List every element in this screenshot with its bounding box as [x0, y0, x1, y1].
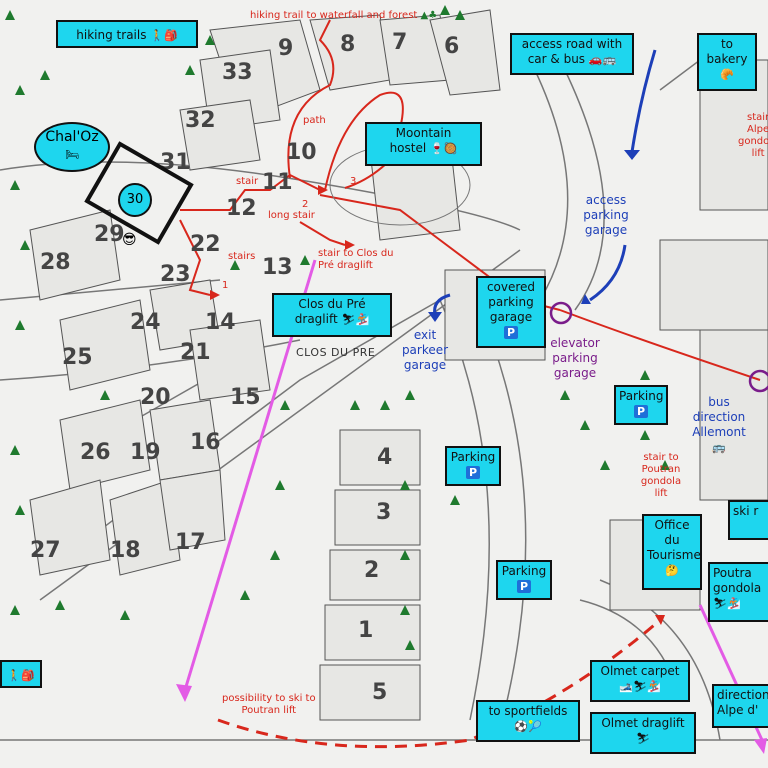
ski-icon: ⛷: [636, 732, 650, 745]
bus-icon: 🚌: [712, 441, 726, 454]
wine-food-icon: 🍷🥘: [430, 142, 458, 155]
ski-icon: ⛷🏂: [341, 313, 370, 326]
house-number: 22: [190, 232, 221, 257]
access-road-box[interactable]: access road with car & bus 🚗🚌: [510, 33, 634, 75]
parking-icon: P: [503, 326, 519, 339]
croissant-icon: 🥐: [720, 68, 734, 81]
to-bakery-box[interactable]: to bakery 🥐: [697, 33, 757, 91]
house-number: 13: [262, 255, 293, 280]
hiker-backpack-icon: 🚶🎒: [7, 669, 35, 682]
parking-box-right[interactable]: Parking P: [614, 385, 668, 425]
house-number: 12: [226, 196, 257, 221]
house-number: 14: [205, 310, 236, 335]
house-number: 10: [286, 140, 317, 165]
to-sportfields-box[interactable]: to sportfields ⚽🎾: [476, 700, 580, 742]
parking-icon: P: [633, 405, 649, 418]
sports-icon: ⚽🎾: [514, 720, 542, 733]
house-number: 32: [185, 108, 216, 133]
moontain-hostel-box[interactable]: Moontain hostel 🍷🥘: [365, 122, 482, 166]
house-number: 7: [392, 30, 408, 55]
house-number: 8: [340, 32, 356, 57]
hiking-trails-box[interactable]: hiking trails 🚶🎒: [56, 20, 198, 48]
stair-to-clos-label: stair to Clos du Pré draglift: [318, 248, 394, 271]
elevator-marker-2: [748, 369, 768, 393]
stairs-label: stairs: [228, 251, 256, 262]
long-stair-label: long stair: [268, 210, 315, 221]
house-number: 11: [262, 170, 293, 195]
chaloz-badge[interactable]: Chal'Oz 🛏: [34, 122, 110, 172]
thinking-face-icon: 🤔: [665, 564, 679, 577]
route-number-2: 2: [302, 199, 309, 210]
house-number: 1: [358, 618, 374, 643]
house-number: 2: [364, 558, 380, 583]
house-number: 28: [40, 250, 71, 275]
house-number: 29: [94, 222, 125, 247]
parking-box-bottom[interactable]: Parking P: [496, 560, 552, 600]
clos-du-pre-draglift-box[interactable]: Clos du Pré draglift ⛷🏂: [272, 293, 392, 337]
elevator-marker: [549, 301, 573, 325]
house-number: 25: [62, 345, 93, 370]
house-30-marker[interactable]: 30: [118, 183, 152, 217]
ski-right-box[interactable]: ski r: [728, 500, 768, 540]
stair-alpe-label: stairAlpegondolalift: [738, 112, 768, 159]
ski-icon: 🎿⛷🏂: [619, 680, 661, 693]
possibility-ski-label: possibility to ski to Poutran lift: [222, 693, 316, 716]
path-label: path: [303, 115, 326, 126]
office-tourisme-box[interactable]: Office du Tourisme 🤔: [642, 514, 702, 590]
house-number: 16: [190, 430, 221, 455]
car-bus-icon: 🚗🚌: [588, 53, 617, 66]
route-number-3: 3: [350, 176, 357, 187]
house-number: 27: [30, 538, 61, 563]
hiker-backpack-icon: 🚶🎒: [150, 29, 178, 42]
direction-alpe-box[interactable]: direction Alpe d': [712, 684, 768, 728]
house-number: 23: [160, 262, 191, 287]
house-number: 17: [175, 530, 206, 555]
house-number: 6: [444, 34, 460, 59]
trees: [5, 5, 670, 650]
house-number: 33: [222, 60, 253, 85]
house-number: 18: [110, 538, 141, 563]
clos-du-pre-area-label: CLOS DU PRE: [296, 346, 376, 359]
house-number: 26: [80, 440, 111, 465]
house-number: 9: [278, 36, 294, 61]
house-number: 5: [372, 680, 388, 705]
mountain-tree-icon: ▲♣: [420, 10, 438, 21]
house-number: 4: [377, 445, 393, 470]
house-number: 19: [130, 440, 161, 465]
hiking-trails-box-left[interactable]: 🚶🎒: [0, 660, 42, 688]
house-number: 3: [376, 500, 392, 525]
olmet-draglift-box[interactable]: Olmet draglift ⛷: [590, 712, 696, 754]
house-number: 15: [230, 385, 261, 410]
olmet-carpet-box[interactable]: Olmet carpet 🎿⛷🏂: [590, 660, 690, 702]
trail-waterfall-label: hiking trail to waterfall and forest ▲♣: [250, 10, 438, 21]
house-number: 21: [180, 340, 211, 365]
route-number-1: 1: [222, 280, 229, 291]
parking-box-mid[interactable]: Parking P: [445, 446, 501, 486]
covered-parking-box[interactable]: covered parking garage P: [476, 276, 546, 348]
parking-icon: P: [516, 580, 532, 593]
house-number: 31: [160, 150, 191, 175]
house-number: 24: [130, 310, 161, 335]
poutran-gondola-box[interactable]: Poutra gondola ⛷🏂: [708, 562, 768, 622]
sunglasses-face-icon: 😎: [122, 232, 137, 248]
parking-icon: P: [465, 466, 481, 479]
ski-icon: ⛷🏂: [713, 597, 741, 610]
house-number: 20: [140, 385, 171, 410]
stair-label: stair: [236, 176, 259, 187]
bed-icon: 🛏: [65, 148, 79, 161]
